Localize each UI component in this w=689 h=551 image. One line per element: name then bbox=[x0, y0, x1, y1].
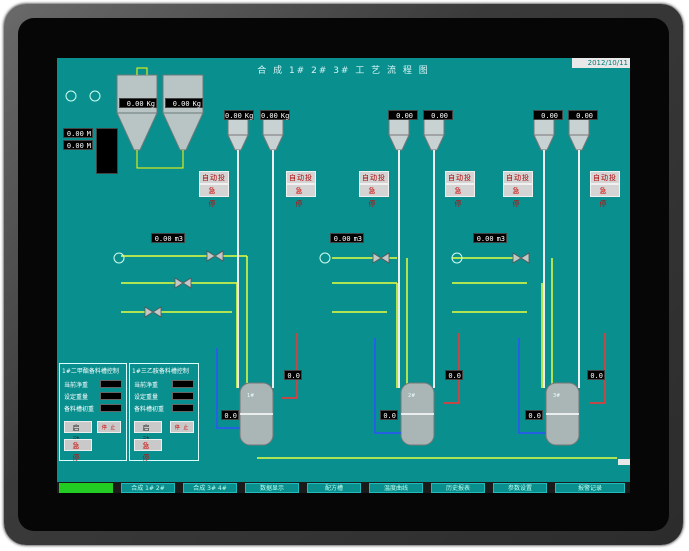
nav-item-home[interactable] bbox=[59, 483, 113, 493]
status-indicator bbox=[618, 459, 630, 465]
row-value bbox=[172, 392, 194, 400]
nav-item-recipe-tank[interactable]: 配方槽 bbox=[307, 483, 361, 493]
unit-2 bbox=[374, 112, 460, 446]
unit2-auto-feed-right-button[interactable]: 自动投料 bbox=[445, 171, 475, 195]
unit3-small-readout-2: 0.0 bbox=[525, 410, 543, 420]
unit2-stop-right-button[interactable]: 急 停 bbox=[445, 184, 475, 208]
indicator-block bbox=[96, 128, 118, 174]
unit2-small-readout-2: 0.0 bbox=[380, 410, 398, 420]
unit3-stop-left-button[interactable]: 急 停 bbox=[503, 184, 533, 208]
row-value bbox=[100, 380, 122, 388]
row-label: 当前净重 bbox=[134, 382, 159, 389]
start-button[interactable]: 启 动 bbox=[64, 421, 92, 444]
unit-3 bbox=[518, 112, 606, 446]
stop-button[interactable]: 停 止 bbox=[97, 421, 121, 433]
unit3-tank-b-weight: 0.00 bbox=[568, 110, 598, 120]
row-value bbox=[172, 404, 194, 412]
pump-icon bbox=[113, 252, 463, 264]
fan-icon bbox=[65, 90, 101, 102]
unit2-small-readout-1: 0.0 bbox=[445, 370, 463, 380]
start-button[interactable]: 启 动 bbox=[134, 421, 162, 444]
row-value bbox=[100, 404, 122, 412]
row-label: 设定重量 bbox=[134, 394, 159, 401]
panel-title: 1#二甲酯备料槽控制 bbox=[62, 368, 119, 375]
unit1-stop-left-button[interactable]: 急 停 bbox=[199, 184, 229, 208]
process-diagram bbox=[65, 67, 617, 459]
nav-item-temperature-curve[interactable]: 温度曲线 bbox=[369, 483, 423, 493]
unit2-reactor-label: 2# bbox=[408, 393, 416, 399]
nav-item-parameter-settings[interactable]: 参数设置 bbox=[493, 483, 547, 493]
unit1-auto-feed-left-button[interactable]: 自动投料 bbox=[199, 171, 229, 195]
stop-button[interactable]: 停 止 bbox=[170, 421, 194, 433]
unit1-stop-right-button[interactable]: 急 停 bbox=[286, 184, 316, 208]
row-value bbox=[100, 392, 122, 400]
unit-1 bbox=[216, 112, 298, 446]
unit1-small-readout-1: 0.0 bbox=[284, 370, 302, 380]
feed-tank-panel-1: 1#二甲酯备料槽控制 当前净重 设定重量 备料槽初重 启 动 停 止 急 停 bbox=[59, 363, 127, 462]
unit3-auto-feed-left-button[interactable]: 自动投料 bbox=[503, 171, 533, 195]
row-label: 设定重量 bbox=[64, 394, 89, 401]
nav-item-synthesis-1-2[interactable]: 合成 1# 2# bbox=[121, 483, 175, 493]
row-label: 当前净重 bbox=[64, 382, 89, 389]
datetime-display: 2012/10/11 bbox=[572, 58, 630, 68]
nav-item-data-display[interactable]: 数据显示 bbox=[245, 483, 299, 493]
unit2-auto-feed-left-button[interactable]: 自动投料 bbox=[359, 171, 389, 195]
unit3-auto-feed-right-button[interactable]: 自动投料 bbox=[590, 171, 620, 195]
feed-tank-panel-2: 1#三乙胺备料槽控制 当前净重 设定重量 备料槽初重 启 动 停 止 急 停 bbox=[129, 363, 199, 462]
unit3-reactor-label: 3# bbox=[553, 393, 561, 399]
page-title: 合 成 1# 2# 3# 工 艺 流 程 图 bbox=[257, 66, 430, 76]
unit3-small-readout-1: 0.0 bbox=[587, 370, 605, 380]
emergency-stop-button[interactable]: 急 停 bbox=[134, 439, 162, 462]
nav-item-synthesis-3-4[interactable]: 合成 3# 4# bbox=[183, 483, 237, 493]
unit2-tank-b-weight: 0.00 bbox=[423, 110, 453, 120]
unit1-auto-feed-right-button[interactable]: 自动投料 bbox=[286, 171, 316, 195]
unit2-tank-a-weight: 0.00 bbox=[388, 110, 418, 120]
row-value bbox=[172, 380, 194, 388]
valve-icon bbox=[144, 250, 530, 318]
panel-title: 1#三乙胺备料槽控制 bbox=[132, 368, 189, 375]
unit3-tank-a-weight: 0.00 bbox=[533, 110, 563, 120]
unit1-reactor-label: 1# bbox=[247, 393, 255, 399]
nav-item-alarm-log[interactable]: 报警记录 bbox=[555, 483, 625, 493]
bottom-nav: 合成 1# 2# 合成 3# 4# 数据显示 配方槽 温度曲线 历史报表 参数设… bbox=[57, 482, 630, 493]
unit3-stop-right-button[interactable]: 急 停 bbox=[590, 184, 620, 208]
unit1-small-readout-2: 0.0 bbox=[221, 410, 239, 420]
emergency-stop-button[interactable]: 急 停 bbox=[64, 439, 92, 462]
row-label: 备料槽初重 bbox=[64, 406, 95, 413]
unit2-stop-left-button[interactable]: 急 停 bbox=[359, 184, 389, 208]
hopper-icon bbox=[116, 74, 204, 151]
nav-item-history-report[interactable]: 历史报表 bbox=[431, 483, 485, 493]
row-label: 备料槽初重 bbox=[134, 406, 165, 413]
